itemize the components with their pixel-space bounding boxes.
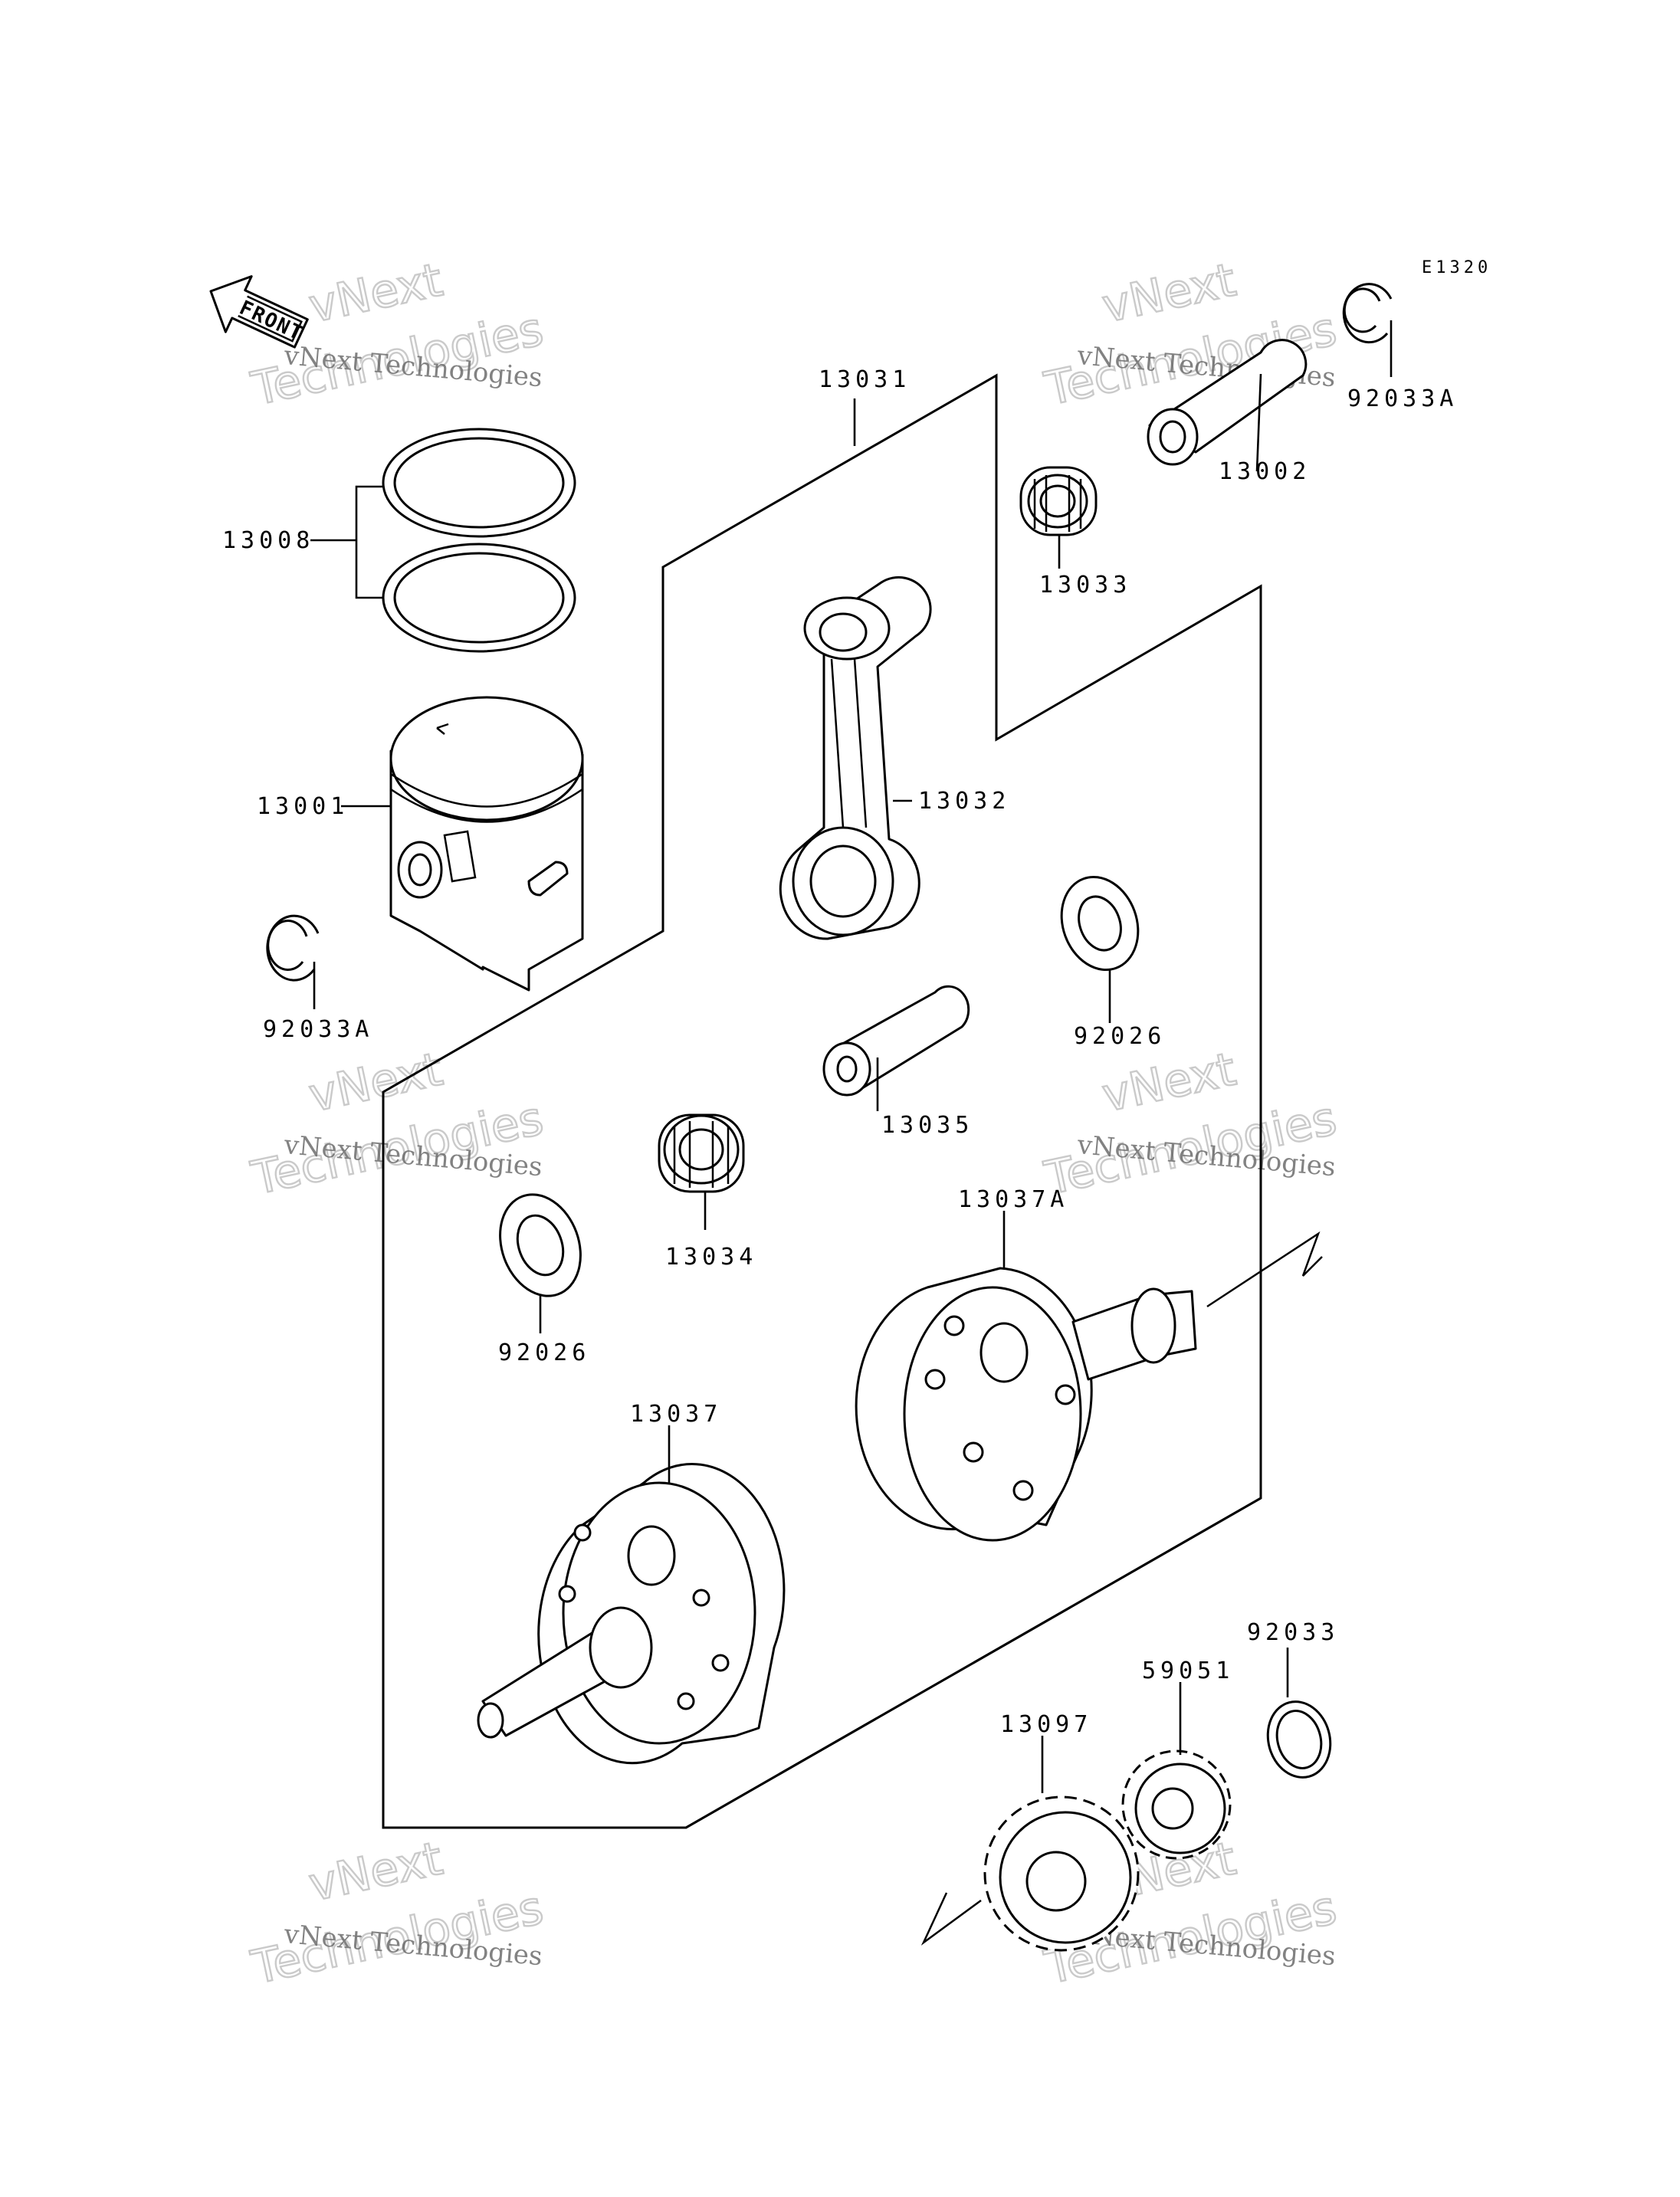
part-number-13002: 13002 [1219, 458, 1311, 485]
leader-lines [310, 320, 1393, 1793]
diagram-code: E1320 [1422, 258, 1491, 277]
part-number-92026: 92026 [1074, 1023, 1166, 1050]
part-number-13008: 13008 [222, 527, 314, 554]
watermark-line1: vNext [1098, 253, 1240, 333]
part-number-59051: 59051 [1142, 1658, 1234, 1684]
circlip-icon [266, 914, 320, 982]
connecting-rod-icon [779, 575, 932, 940]
part-number-13037: 13037 [630, 1401, 722, 1428]
thrust-washer-icon [499, 1193, 582, 1297]
part-number-13097: 13097 [1000, 1711, 1092, 1738]
circlip-icon [1342, 283, 1393, 344]
circlip-icon [1266, 1700, 1332, 1779]
watermark-line1: vNext [304, 1831, 447, 1912]
part-number-13035: 13035 [881, 1112, 973, 1139]
part-number-13032: 13032 [918, 788, 1010, 815]
part-number-92033A: 92033A [1347, 385, 1458, 412]
small-end-bearing-icon [1019, 466, 1098, 536]
part-number-13031: 13031 [819, 366, 911, 393]
part-labels: 13031 13002 92033A 13033 13008 13001 130… [222, 366, 1458, 1738]
left-crankshaft-half-icon [477, 1463, 786, 1765]
large-gear-icon [920, 1795, 1140, 1952]
watermark-line1: vNext [1098, 1042, 1240, 1123]
thrust-washer-icon [1060, 875, 1140, 972]
part-number-13037A: 13037A [958, 1186, 1068, 1213]
part-number-13033: 13033 [1039, 572, 1131, 598]
piston-pin-icon [1147, 339, 1308, 466]
part-number-92026: 92026 [498, 1340, 590, 1366]
crankshaft-assembly-frame [382, 1092, 1262, 1829]
piston-icon [389, 696, 584, 992]
part-number-13034: 13034 [665, 1244, 757, 1271]
part-number-13001: 13001 [257, 793, 349, 820]
piston-rings-icon [382, 428, 576, 653]
part-number-92033A: 92033A [263, 1016, 373, 1043]
watermark-line1: vNext [304, 253, 447, 333]
right-crankshaft-half-icon [855, 1231, 1323, 1542]
part-number-92033: 92033 [1247, 1619, 1339, 1646]
small-gear-icon [1121, 1749, 1232, 1860]
crank-pin-icon [822, 985, 970, 1097]
big-end-bearing-icon [658, 1113, 745, 1193]
watermark-line1: vNext [304, 1042, 447, 1123]
